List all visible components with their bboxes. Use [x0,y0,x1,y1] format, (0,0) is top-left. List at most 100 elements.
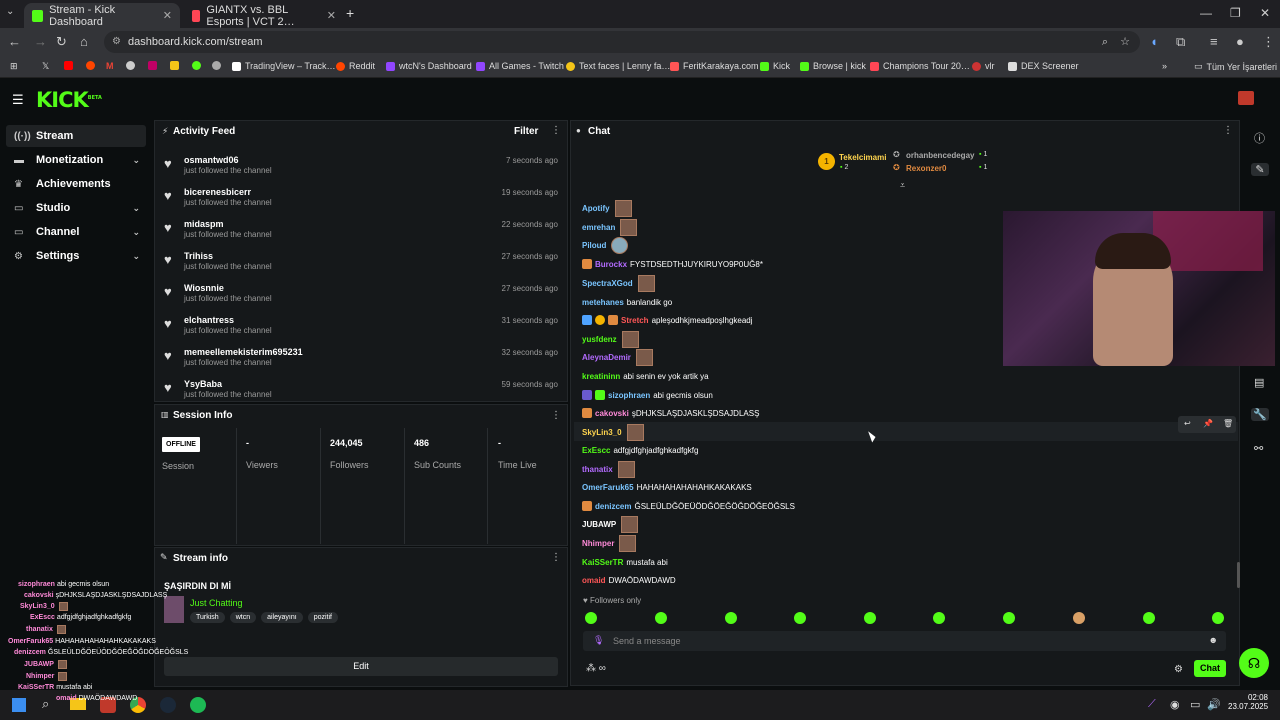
leaderboard-user[interactable]: Tekelcimami [839,153,887,162]
leaderboard-user[interactable]: Rexonzer0 [906,164,947,173]
bookmark-icon-2[interactable] [170,61,183,70]
chrome-icon[interactable] [130,697,146,713]
volume-icon[interactable]: 🔊 [1207,699,1221,711]
close-tab-icon[interactable]: ✕ [326,10,336,22]
forward-icon[interactable]: → [34,34,47,49]
spotify-icon[interactable] [190,697,206,713]
bookmark-tradingview[interactable]: TradingView – Track… [232,61,336,71]
activity-feed-filter-button[interactable]: Filter [514,126,539,137]
chat-input[interactable]: 🎙 Send a message ☻ [583,631,1226,651]
wrench-icon[interactable]: 🔧 [1251,408,1269,421]
tag-pill[interactable]: wtcn [229,612,257,623]
steam-icon[interactable] [160,697,176,713]
chat-menu-icon[interactable]: ⋮ [1223,125,1233,136]
stream-info-menu-icon[interactable]: ⋮ [551,552,561,563]
chat-tools-icon[interactable]: ⁂ ∞ [586,663,606,674]
new-tab-icon[interactable]: + [346,5,355,21]
emote-shortcut-icon[interactable] [655,612,667,624]
activity-feed-menu-icon[interactable]: ⋮ [551,125,561,136]
emote-shortcut-icon[interactable] [1212,612,1224,624]
sidebar-item-stream[interactable]: ((·))Stream [6,125,146,147]
yahoo-bookmark-icon[interactable] [148,61,161,70]
profile-avatar-icon[interactable]: ● [1236,34,1244,49]
close-tab-icon[interactable]: ✕ [162,10,172,22]
x-bookmark-icon[interactable]: 𝕏 [42,61,50,71]
bookmark-reddit[interactable]: Reddit [336,61,375,71]
hamburger-menu-icon[interactable]: ☰ [12,92,24,107]
all-bookmarks-folder[interactable]: ▭Tüm Yer İşaretleri [1194,61,1278,72]
youtube-bookmark-icon[interactable] [64,61,77,70]
tab-search-icon[interactable]: ⌄ [6,6,15,17]
apps-grid-icon[interactable]: ⊞ [10,61,18,71]
bookmark-champions-tour[interactable]: Champions Tour 20… [870,61,970,71]
emote-shortcut-icon[interactable] [585,612,597,624]
kick-logo[interactable]: KICKBETA [36,88,102,112]
microphone-icon[interactable]: 🎙 [593,635,605,645]
session-info-menu-icon[interactable]: ⋮ [551,410,561,421]
app-icon[interactable] [100,697,116,713]
extensions-puzzle-icon[interactable]: ⧉ [1176,34,1186,49]
tag-pill[interactable]: Turkish [190,612,225,623]
bookmark-icon-4[interactable] [212,61,225,70]
emoji-icon[interactable]: ☻ [1208,635,1218,645]
search-icon[interactable]: ⌕ [42,696,50,711]
chat-settings-icon[interactable]: ⚙ [1174,664,1183,675]
gmail-bookmark-icon[interactable]: M [106,61,114,71]
tray-app-icon[interactable]: ⟋ [1148,698,1156,710]
bookmark-text-faces[interactable]: Text faces | Lenny fa… [566,61,670,71]
delete-icon[interactable]: 🗑 [1223,419,1234,428]
file-explorer-icon[interactable] [70,698,86,710]
bookmark-feritkarakaya[interactable]: FeritKarakaya.com [670,61,759,71]
sidebar-item-channel[interactable]: ▭Channel⌄ [14,226,140,238]
bookmark-dex-screener[interactable]: DEX Screener [1008,61,1079,71]
info-icon[interactable]: ⓘ [1254,133,1265,145]
reload-icon[interactable]: ↻ [56,34,67,49]
leaderboard-user[interactable]: orhanbencedegay [906,151,975,160]
restore-icon[interactable]: ❐ [1230,6,1241,20]
pin-icon[interactable]: 📌 [1203,419,1213,428]
bookmark-star-icon[interactable]: ☆ [1120,36,1130,48]
sidebar-item-monetization[interactable]: ▬Monetization⌄ [14,154,140,166]
emote-shortcut-icon[interactable] [933,612,945,624]
sidebar-item-settings[interactable]: ⚙Settings⌄ [14,250,140,262]
tag-pill[interactable]: aileyayını [261,612,303,623]
sidebar-item-achievements[interactable]: ♛Achievements [14,178,111,190]
chat-scrollbar[interactable] [1237,562,1240,588]
edit-button[interactable]: Edit [164,657,558,676]
emote-shortcut-icon[interactable] [1003,612,1015,624]
bookmark-kick[interactable]: Kick [760,61,790,71]
emote-shortcut-icon[interactable] [864,612,876,624]
tag-pill[interactable]: pozitif [307,612,338,623]
bookmark-wtcn-dashboard[interactable]: wtcN's Dashboard [386,61,472,71]
menu-kebab-icon[interactable]: ⋮ [1262,34,1275,49]
layout-icon[interactable]: ▤ [1254,377,1265,389]
category-link[interactable]: Just Chatting [190,598,243,608]
user-avatar-icon[interactable] [1238,91,1254,105]
bookmark-icon-3[interactable] [192,61,205,70]
site-info-icon[interactable]: ⚙ [112,36,121,47]
emote-shortcut-icon[interactable] [1143,612,1155,624]
reddit-small-bookmark-icon[interactable] [86,61,99,70]
emote-shortcut-icon[interactable] [725,612,737,624]
media-icon[interactable]: ≡ [1210,34,1218,49]
emote-shortcut-icon[interactable] [1073,612,1085,624]
bookmark-vlr[interactable]: vlr [972,61,995,71]
window-close-icon[interactable]: ✕ [1260,6,1271,20]
category-thumbnail[interactable] [164,596,184,623]
tab-kick-dashboard[interactable]: Stream - Kick Dashboard ✕ [24,3,180,28]
tab-vct-match[interactable]: GIANTX vs. BBL Esports | VCT 2… ✕ [184,3,344,28]
reply-icon[interactable]: ↩ [1184,419,1191,428]
expand-leaderboard-icon[interactable]: ⩡ [900,180,906,190]
site-bookmark-icon[interactable] [126,61,139,70]
support-chat-icon[interactable]: ☊ [1239,648,1269,678]
more-bookmarks-icon[interactable]: » [1162,61,1168,71]
extension-icon[interactable]: ◖ [1150,34,1158,49]
zoom-icon[interactable]: ⌕ [1101,36,1108,48]
home-icon[interactable]: ⌂ [80,34,88,49]
send-chat-button[interactable]: Chat [1194,660,1226,677]
bookmark-all-games[interactable]: All Games - Twitch [476,61,564,71]
bookmark-browse-kick[interactable]: Browse | kick [800,61,866,71]
share-icon[interactable]: ⚯ [1254,443,1264,455]
url-input[interactable]: ⚙ dashboard.kick.com/stream ⌕ ☆ [104,31,1140,53]
